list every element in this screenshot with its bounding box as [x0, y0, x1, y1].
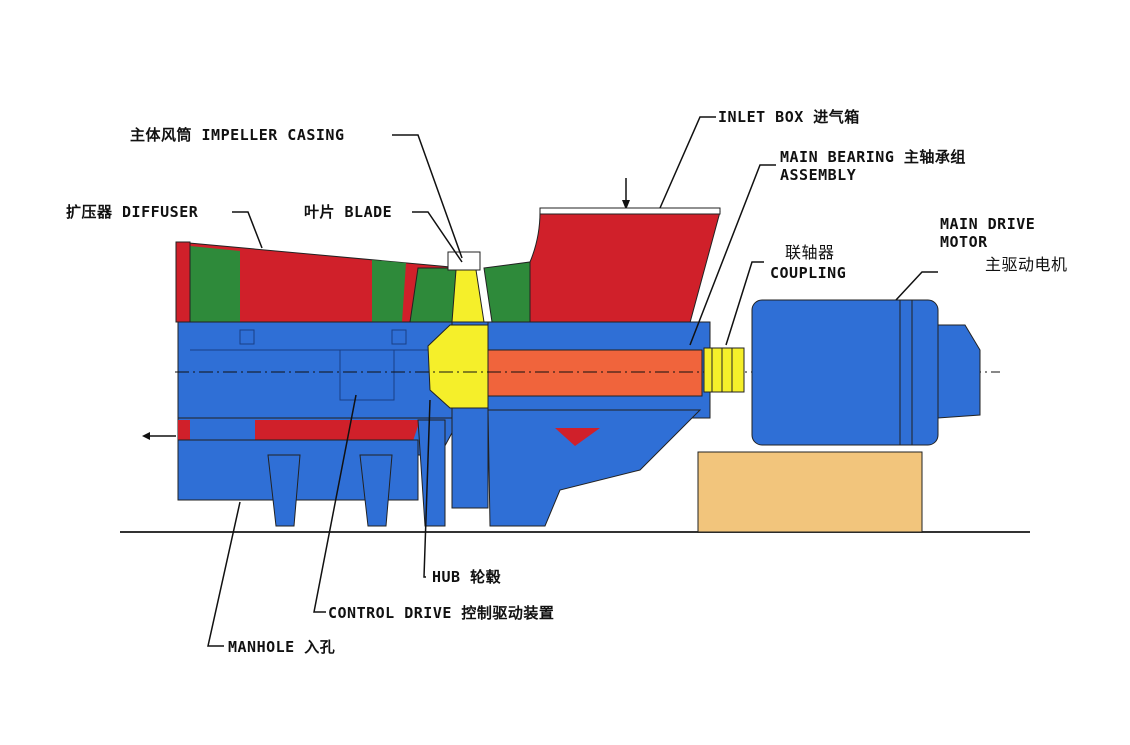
label-manhole: MANHOLE 入孔 [228, 638, 336, 656]
label-coupling: COUPLING [770, 264, 847, 282]
label-control-drive: CONTROL DRIVE 控制驱动装置 [328, 604, 555, 622]
impeller-casing [409, 251, 531, 323]
label-main-drive-motor-cn: 主驱动电机 [985, 255, 1068, 274]
label-blade: 叶片 BLADE [304, 203, 393, 221]
main-bearing-assembly [487, 349, 703, 397]
airflow-inlet-arrow [622, 178, 630, 210]
label-impeller-casing: 主体风筒 IMPELLER CASING [130, 126, 345, 144]
label-inlet-box: INLET BOX 进气箱 [718, 108, 860, 126]
label-hub: HUB 轮毂 [432, 568, 502, 586]
label-main-bearing-assembly: MAIN BEARING 主轴承组 ASSEMBLY [780, 148, 966, 184]
coupling [703, 347, 745, 393]
main-drive-motor [751, 299, 981, 446]
leader-lines [207, 116, 938, 647]
label-diffuser: 扩压器 DIFFUSER [66, 203, 199, 221]
inlet-box [529, 207, 721, 331]
hub [427, 324, 489, 409]
diffuser-upper [175, 241, 461, 323]
airflow-outlet-arrow [142, 432, 176, 440]
label-main-drive-motor: MAIN DRIVE MOTOR [940, 215, 1036, 251]
motor-base [697, 451, 923, 533]
blade [451, 269, 485, 323]
label-coupling-cn: 联轴器 [785, 243, 835, 262]
